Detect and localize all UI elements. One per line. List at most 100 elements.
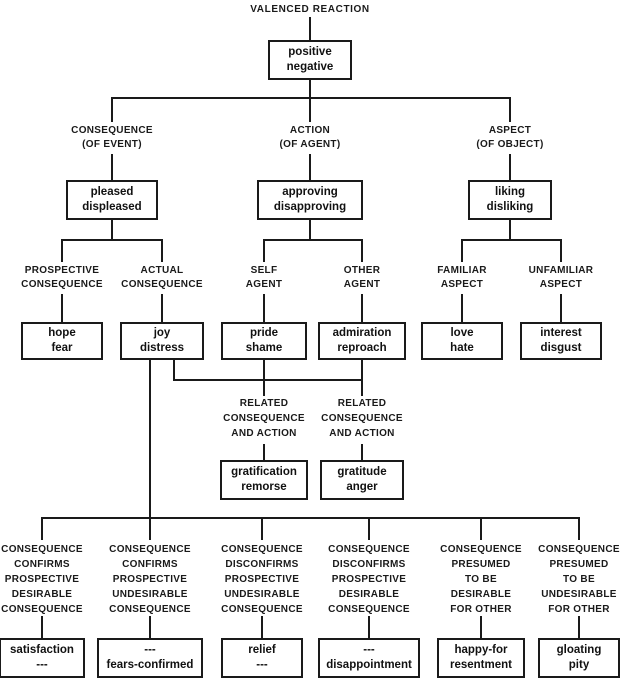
label-line: CONSEQUENCE xyxy=(538,544,620,555)
box-gloating-pity: gloating pity xyxy=(538,638,620,678)
connector-line xyxy=(263,360,265,396)
box-line: fear xyxy=(51,342,73,354)
label-line: ASPECT xyxy=(488,125,532,136)
box-line: displeased xyxy=(82,201,142,213)
connector-line xyxy=(61,239,163,241)
label-line: CONSEQUENCE xyxy=(71,125,153,136)
box-line: disappointment xyxy=(326,659,412,671)
label-line: ASPECT xyxy=(440,279,484,290)
label-line: CONSEQUENCE xyxy=(109,544,191,555)
label-other-agent: OTHER AGENT xyxy=(344,264,381,292)
connector-line xyxy=(509,154,511,180)
box-line: --- xyxy=(256,659,268,671)
connector-line xyxy=(309,80,311,98)
label-line: PROSPECTIVE xyxy=(4,574,80,585)
connector-line xyxy=(161,294,163,322)
connector-line xyxy=(61,294,63,322)
connector-line xyxy=(361,444,363,460)
label-line: SELF xyxy=(250,265,278,276)
label-line: PROSPECTIVE xyxy=(24,265,100,276)
label-line: CONSEQUENCE xyxy=(109,604,191,615)
box-line: satisfaction xyxy=(10,644,74,656)
label-line: CONSEQUENCE xyxy=(223,413,305,424)
box-line: pity xyxy=(568,659,590,671)
connector-line xyxy=(111,97,511,99)
box-fears-confirmed: --- fears-confirmed xyxy=(97,638,203,678)
connector-line xyxy=(560,294,562,322)
connector-line xyxy=(173,379,363,381)
label-line: (OF OBJECT) xyxy=(476,139,544,150)
label-line: RELATED xyxy=(239,398,289,409)
label-line: DESIRABLE xyxy=(11,589,73,600)
box-line: positive xyxy=(288,46,332,58)
connector-line xyxy=(149,360,151,540)
connector-line xyxy=(509,220,511,240)
connector-line xyxy=(368,616,370,638)
box-interest-disgust: interest disgust xyxy=(520,322,602,360)
label-line: PRESUMED xyxy=(451,559,511,570)
label-line: RELATED xyxy=(337,398,387,409)
connector-line xyxy=(461,294,463,322)
label-line: AGENT xyxy=(343,279,381,290)
box-line: pride xyxy=(249,327,279,339)
box-line: gratitude xyxy=(337,466,387,478)
box-relief: relief--- xyxy=(221,638,303,678)
box-line: approving xyxy=(282,186,338,198)
label-line: PROSPECTIVE xyxy=(112,574,188,585)
label-line: CONSEQUENCE xyxy=(321,413,403,424)
connector-line xyxy=(41,517,580,519)
box-line: love xyxy=(450,327,474,339)
box-line: gloating xyxy=(556,644,602,656)
label-line: CONSEQUENCE xyxy=(1,604,83,615)
box-line: fears-confirmed xyxy=(106,659,194,671)
box-line: admiration xyxy=(332,327,392,339)
connector-line xyxy=(149,616,151,638)
connector-line xyxy=(61,240,63,262)
connector-line xyxy=(309,17,311,40)
label-consequence-of-event: CONSEQUENCE (OF EVENT) xyxy=(71,124,153,152)
box-line: --- xyxy=(144,644,156,656)
box-line: reproach xyxy=(337,342,387,354)
box-line: --- xyxy=(36,659,48,671)
label-line: TO BE xyxy=(563,574,595,585)
connector-line xyxy=(263,239,363,241)
connector-line xyxy=(578,616,580,638)
connector-line xyxy=(309,220,311,240)
box-line: gratification xyxy=(231,466,297,478)
label-aspect-of-object: ASPECT (OF OBJECT) xyxy=(476,124,543,152)
connector-line xyxy=(161,240,163,262)
box-line: interest xyxy=(540,327,582,339)
connector-line xyxy=(263,240,265,262)
label-line: OTHER xyxy=(343,265,381,276)
label-line: (OF EVENT) xyxy=(82,139,142,150)
box-line: disgust xyxy=(540,342,582,354)
connector-line xyxy=(480,518,482,540)
label-line: AGENT xyxy=(245,279,283,290)
connector-line xyxy=(461,240,463,262)
connector-line xyxy=(263,294,265,322)
connector-line xyxy=(111,154,113,180)
connector-line xyxy=(509,98,511,122)
label-line: CONFIRMS xyxy=(14,559,70,570)
connector-line xyxy=(261,518,263,540)
box-line: --- xyxy=(363,644,375,656)
label-action-of-agent: ACTION(OF AGENT) xyxy=(280,124,341,152)
label-line: FOR OTHER xyxy=(450,604,512,615)
connector-line xyxy=(461,239,562,241)
